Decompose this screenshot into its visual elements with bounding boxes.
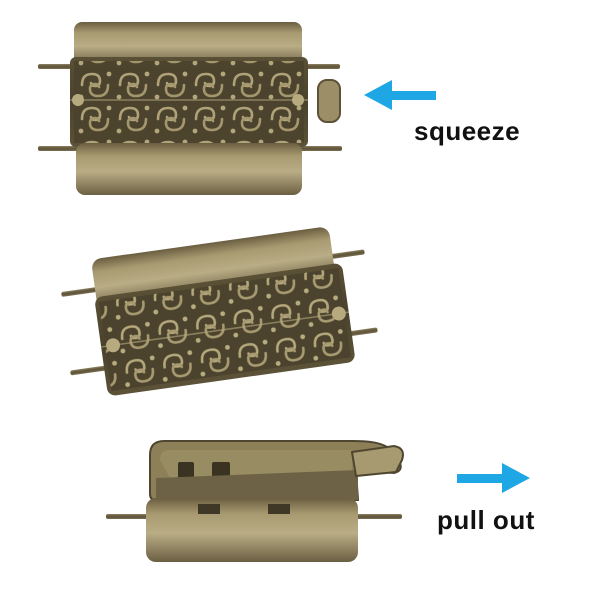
clasp-closed-top <box>38 22 342 195</box>
squeeze-arrow-icon <box>364 80 436 110</box>
squeeze-label: squeeze <box>414 116 521 146</box>
upper-tube <box>74 22 302 66</box>
upper-tube <box>92 227 335 310</box>
clasp-tilted-middle <box>61 227 378 396</box>
release-tab <box>350 444 404 478</box>
lower-tube <box>76 143 302 195</box>
release-tab <box>317 79 341 123</box>
pull-out-arrow-icon <box>457 463 530 493</box>
clasp-opened-bottom <box>106 440 404 562</box>
pull-out-label: pull out <box>437 505 535 535</box>
lower-tube <box>146 498 358 562</box>
